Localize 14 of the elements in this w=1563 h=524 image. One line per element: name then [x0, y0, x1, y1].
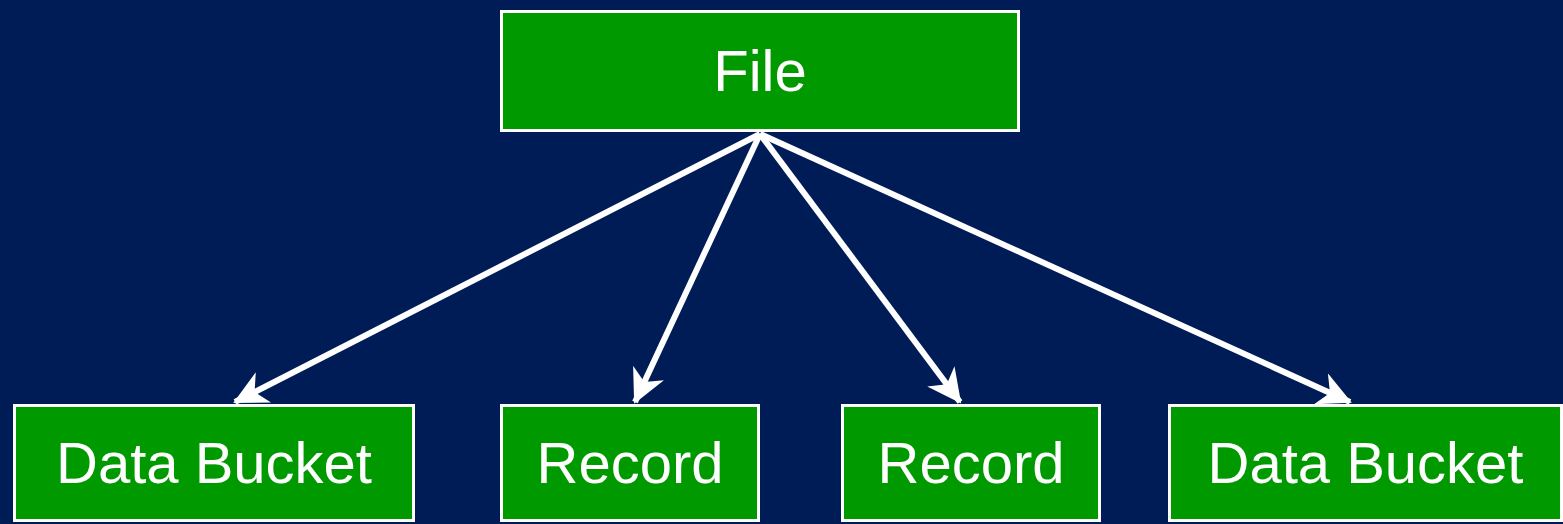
arrow [632, 132, 763, 404]
process-box [13, 404, 415, 522]
process-box [500, 10, 1020, 132]
process-box [500, 404, 760, 522]
node-label: Data Bucket [1207, 434, 1524, 492]
process-box [1168, 404, 1563, 522]
node-label: File [713, 42, 807, 100]
arrow [757, 132, 963, 404]
process-box [841, 404, 1101, 522]
node-label: Record [536, 434, 724, 492]
node-label: Record [877, 434, 1065, 492]
arrow [758, 131, 1352, 405]
arrow [233, 131, 762, 405]
node-label: Data Bucket [56, 434, 372, 492]
